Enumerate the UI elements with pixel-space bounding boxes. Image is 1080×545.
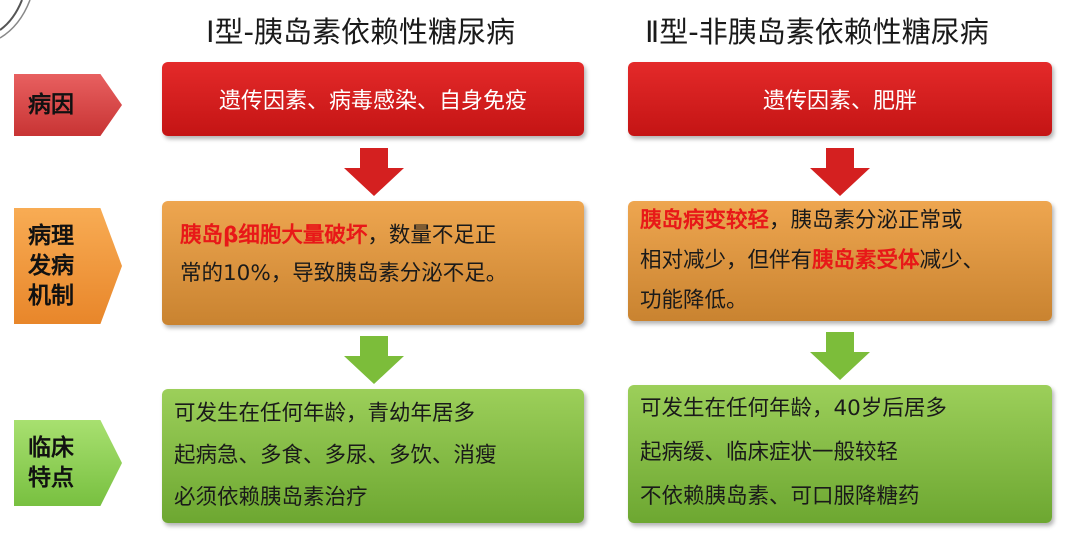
row-label-mechanism-line: 机制 — [28, 283, 74, 309]
type1-mechanism-box: 胰岛β细胞大量破坏，数量不足正 常的10%，导致胰岛素分泌不足。 — [162, 201, 584, 325]
type2-clinical-box: 可发生在任何年龄，40岁后居多 起病缓、临床症状一般较轻 不依赖胰岛素、可口服降… — [628, 385, 1052, 523]
type1-cause-text: 遗传因素、病毒感染、自身免疫 — [218, 89, 527, 114]
type1-clinical-line: 可发生在任何年龄，青幼年居多 — [174, 401, 476, 426]
down-arrow-icon — [810, 332, 870, 380]
row-label-cause-text: 病因 — [28, 92, 74, 118]
row-label-mechanism-line: 病理 — [28, 223, 74, 249]
row-label-mechanism-line: 发病 — [28, 253, 74, 279]
type2-mechanism-highlight1: 胰岛病变较轻 — [640, 208, 770, 233]
type2-mechanism-highlight2: 胰岛素受体 — [812, 248, 920, 273]
type2-mechanism-line1: 胰岛病变较轻，胰岛素分泌正常或 — [640, 201, 1040, 241]
type2-mechanism-box: 胰岛病变较轻，胰岛素分泌正常或 相对减少，但伴有胰岛素受体减少、 功能降低。 — [628, 201, 1052, 321]
type2-mechanism-rest: ，胰岛素分泌正常或 — [769, 208, 963, 233]
type2-mechanism-line2-pre: 相对减少，但伴有 — [640, 248, 813, 273]
type2-title: Ⅱ型-非胰岛素依赖性糖尿病 — [645, 15, 989, 49]
type1-mechanism-line2: 常的10%，导致胰岛素分泌不足。 — [180, 261, 508, 286]
type2-mechanism-line3: 功能降低。 — [640, 288, 748, 313]
type2-cause-box: 遗传因素、肥胖 — [628, 62, 1052, 136]
type1-clinical-line: 起病急、多食、多尿、多饮、消瘦 — [174, 443, 497, 468]
type2-clinical-line: 不依赖胰岛素、可口服降糖药 — [640, 484, 920, 509]
row-label-mechanism-text: 病理 发病 机制 — [14, 221, 88, 311]
type1-title: Ⅰ型-胰岛素依赖性糖尿病 — [206, 15, 516, 49]
type1-mechanism-highlight: 胰岛β细胞大量破坏 — [180, 223, 368, 248]
row-label-mechanism: 病理 发病 机制 — [14, 208, 122, 324]
type2-mechanism-line2: 相对减少，但伴有胰岛素受体减少、 — [640, 241, 1040, 281]
type1-mechanism-rest: ，数量不足正 — [367, 223, 497, 248]
row-label-clinical: 临床 特点 — [14, 420, 122, 506]
row-label-cause: 病因 — [14, 74, 122, 136]
row-label-clinical-line: 临床 — [28, 435, 74, 461]
type2-clinical-line: 起病缓、临床症状一般较轻 — [640, 440, 899, 465]
type1-clinical-line: 必须依赖胰岛素治疗 — [174, 485, 368, 510]
down-arrow-icon — [810, 148, 870, 196]
type1-mechanism-line1: 胰岛β细胞大量破坏，数量不足正 — [180, 217, 566, 255]
type1-cause-box: 遗传因素、病毒感染、自身免疫 — [162, 62, 584, 136]
row-label-clinical-text: 临床 特点 — [14, 433, 88, 493]
down-arrow-icon — [344, 148, 404, 196]
down-arrow-icon — [344, 336, 404, 384]
type2-cause-text: 遗传因素、肥胖 — [762, 89, 917, 114]
corner-decoration — [0, 0, 31, 39]
type2-clinical-line: 可发生在任何年龄，40岁后居多 — [640, 396, 947, 421]
type2-mechanism-line2-post: 减少、 — [919, 248, 985, 273]
row-label-clinical-line: 特点 — [28, 465, 74, 491]
type1-clinical-box: 可发生在任何年龄，青幼年居多 起病急、多食、多尿、多饮、消瘦 必须依赖胰岛素治疗 — [162, 389, 584, 523]
